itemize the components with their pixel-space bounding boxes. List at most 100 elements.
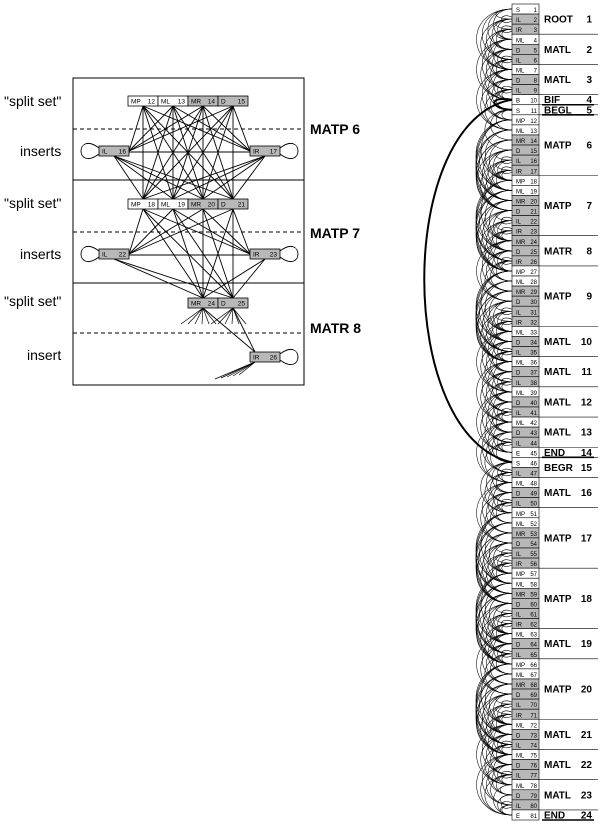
state-transition-arc bbox=[495, 542, 513, 554]
state-number-label: 13 bbox=[530, 129, 537, 135]
state-type-label: IL bbox=[516, 653, 522, 659]
state-number-label: 43 bbox=[530, 431, 537, 437]
state-type-label: E bbox=[516, 814, 520, 820]
state-number-label: 75 bbox=[530, 754, 537, 760]
state-transition-arc bbox=[495, 713, 513, 735]
transition-edge bbox=[142, 105, 204, 200]
state-type-label: B bbox=[516, 99, 520, 105]
state-type-label: IR bbox=[516, 320, 523, 326]
self-loop-edge bbox=[279, 245, 299, 263]
state-number-label: 68 bbox=[530, 683, 537, 689]
state-number-label: 15 bbox=[530, 149, 537, 155]
state-transition-arc bbox=[495, 220, 513, 231]
state-type-label: IR bbox=[516, 562, 523, 568]
node-number-5: 5 bbox=[586, 105, 592, 116]
state-type-label: S bbox=[516, 109, 520, 115]
transition-arcs bbox=[475, 8, 513, 816]
state-number-label: 61 bbox=[530, 613, 537, 619]
state-number-label: 55 bbox=[530, 552, 537, 558]
transition-edge bbox=[232, 208, 251, 255]
node-type-matl-21: MATL bbox=[544, 730, 571, 741]
bifurcation-right-arc bbox=[423, 98, 513, 464]
state-box-ml-13-num: 13 bbox=[178, 99, 186, 106]
transition-stub-edge bbox=[238, 361, 256, 376]
state-transition-arc bbox=[495, 341, 513, 352]
state-number-label: 80 bbox=[530, 804, 537, 810]
state-type-label: D bbox=[516, 794, 521, 800]
node-number-6: 6 bbox=[586, 141, 592, 152]
state-transition-arc bbox=[495, 210, 513, 221]
state-type-label: MR bbox=[516, 199, 526, 205]
transition-stub-edge bbox=[226, 361, 256, 378]
node-title-matr-8: MATR 8 bbox=[310, 320, 362, 336]
state-transition-arc bbox=[481, 69, 513, 121]
state-box-il-22 bbox=[98, 248, 130, 260]
transition-edge bbox=[142, 208, 204, 299]
insert-self-loop bbox=[501, 227, 513, 235]
transition-stub-edge bbox=[232, 307, 247, 325]
state-number-label: 3 bbox=[534, 28, 538, 34]
state-type-label: IL bbox=[516, 471, 522, 477]
node-number-17: 17 bbox=[581, 533, 593, 544]
state-box-mr-20-num: 20 bbox=[208, 202, 216, 209]
state-number-label: 52 bbox=[530, 522, 537, 528]
state-number-label: 62 bbox=[530, 623, 537, 629]
state-transition-arc bbox=[495, 492, 513, 503]
state-box-ir-17 bbox=[249, 145, 281, 157]
state-transition-arc bbox=[495, 381, 513, 403]
state-number-label: 47 bbox=[530, 471, 537, 477]
state-transition-arc bbox=[495, 502, 513, 524]
state-transition-arc bbox=[495, 351, 513, 362]
transition-stub-edge bbox=[202, 307, 217, 325]
state-box-mr-14-num: 14 bbox=[208, 99, 216, 106]
node-number-11: 11 bbox=[581, 367, 592, 378]
state-number-label: 1 bbox=[534, 8, 538, 14]
node-number-10: 10 bbox=[581, 337, 593, 348]
state-number-label: 54 bbox=[530, 542, 537, 548]
state-transition-arc bbox=[495, 764, 513, 775]
state-transition-arc bbox=[495, 28, 513, 50]
state-type-label: IR bbox=[516, 623, 523, 629]
state-type-label: IL bbox=[516, 411, 522, 417]
transition-edge bbox=[202, 307, 256, 353]
insert-self-loop bbox=[501, 700, 513, 708]
node-title-matp-6: MATP 6 bbox=[310, 121, 361, 137]
state-box-mr-14-type: MR bbox=[191, 99, 201, 106]
transition-edge bbox=[113, 258, 204, 299]
state-box-d-21 bbox=[217, 198, 249, 210]
state-number-label: 73 bbox=[530, 733, 537, 739]
state-number-label: 63 bbox=[530, 633, 537, 639]
state-transition-arc bbox=[495, 79, 513, 90]
insert-self-loop bbox=[501, 216, 513, 225]
insert-self-loop bbox=[501, 55, 513, 64]
node-number-1: 1 bbox=[586, 15, 592, 26]
state-transition-arc bbox=[495, 734, 513, 745]
transition-edge bbox=[142, 208, 251, 255]
state-number-label: 36 bbox=[530, 361, 537, 367]
node-number-8: 8 bbox=[586, 246, 592, 257]
state-number-label: 30 bbox=[530, 300, 537, 306]
state-type-label: ML bbox=[516, 522, 525, 528]
state-type-label: MP bbox=[516, 572, 525, 578]
state-number-label: 23 bbox=[530, 230, 537, 236]
state-number-label: 72 bbox=[530, 723, 537, 729]
state-number-label: 22 bbox=[530, 220, 537, 226]
state-number-label: 34 bbox=[530, 341, 537, 347]
state-number-label: 32 bbox=[530, 320, 537, 326]
state-type-label: D bbox=[516, 693, 521, 699]
state-type-label: MR bbox=[516, 683, 526, 689]
state-number-label: 26 bbox=[530, 260, 537, 266]
state-transition-arc bbox=[495, 653, 513, 675]
transition-edge bbox=[142, 105, 234, 200]
state-type-label: ML bbox=[516, 330, 525, 336]
state-type-label: MR bbox=[516, 290, 526, 296]
transition-edge bbox=[202, 105, 234, 200]
state-number-label: 51 bbox=[530, 512, 537, 518]
state-transition-arc bbox=[495, 693, 513, 705]
state-transition-arc bbox=[495, 502, 513, 514]
state-number-label: 71 bbox=[530, 713, 537, 719]
